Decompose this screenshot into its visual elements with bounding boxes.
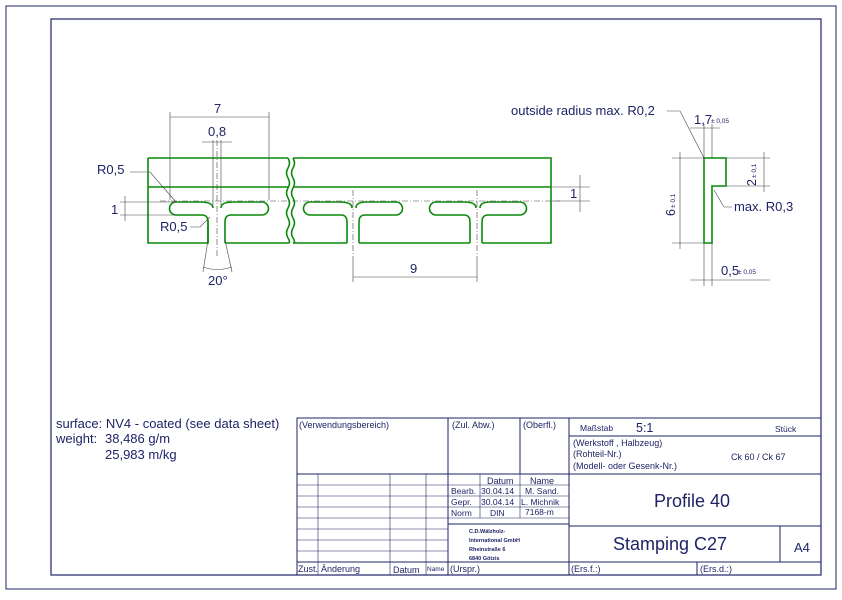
material-notes: surface: NV4 - coated (see data sheet) w…	[55, 416, 279, 462]
tb-bearb-label: Bearb.	[451, 486, 476, 496]
tb-zul-abw: (Zul. Abw.)	[452, 420, 495, 430]
dim-angle: 20°	[208, 273, 228, 288]
title-block: (Verwendungsbereich) (Zul. Abw.) (Oberfl…	[296, 417, 822, 576]
tb-aenderung: Änderung	[321, 564, 360, 574]
dim-flange-tol: ± 0,1	[751, 163, 758, 178]
dim-right-offset: 1	[570, 186, 577, 201]
tb-ersf: (Ers.f.:)	[571, 564, 601, 574]
tb-subtitle: Stamping C27	[613, 534, 727, 554]
tb-company-line1: C.D.Wälzholz-	[469, 529, 506, 535]
dim-height-tol: ± 0,1	[670, 193, 677, 208]
tb-massstab-label: Maßstab	[580, 423, 613, 433]
tb-werkstoff: (Werkstoff , Halbzeug)	[573, 438, 662, 448]
outer-border	[5, 5, 837, 590]
tb-urspr: (Urspr.)	[450, 564, 480, 574]
tb-number: 7168-m	[525, 507, 554, 517]
tb-datum: Datum	[393, 565, 420, 575]
tb-verwendungsbereich: (Verwendungsbereich)	[299, 420, 389, 430]
note-weight-mkg: 25,983 m/kg	[105, 447, 177, 462]
dim-pitch-width: 7	[214, 101, 221, 116]
tb-bearb-date: 30.04.14	[481, 486, 514, 496]
note-surface: surface: NV4 - coated (see data sheet)	[56, 416, 279, 431]
dim-radius-top: R0,5	[97, 162, 124, 177]
tb-stueck: Stück	[775, 424, 797, 434]
dim-flange: 2	[745, 179, 759, 186]
dim-thickness-bottom: 0,5	[721, 263, 739, 278]
tb-oberfl: (Oberfl.)	[523, 420, 556, 430]
dim-slot-height: 1	[111, 202, 118, 217]
note-weight-gm: 38,486 g/m	[105, 431, 170, 446]
note-weight-label: weight:	[55, 431, 97, 446]
dim-pitch: 9	[410, 261, 417, 276]
tb-gepr-name: L. Michnik	[521, 497, 560, 507]
tb-company-line3: Rheinstraße 6	[469, 547, 505, 553]
dim-thickness-top: 1,7	[694, 112, 712, 127]
tb-company-line2: International GmbH	[469, 538, 520, 544]
tb-format: A4	[794, 540, 810, 555]
tb-company-line4: 6840 Götzis	[469, 556, 500, 562]
dim-height: 6	[664, 209, 678, 216]
slot-left	[168, 201, 288, 244]
tb-bearb-name: M. Sand.	[525, 486, 559, 496]
tb-gepr-date: 30.04.14	[481, 497, 514, 507]
dim-thickness-top-tol: ± 0,05	[711, 118, 729, 125]
tb-title: Profile 40	[654, 491, 730, 511]
tb-datum-header: Datum	[487, 476, 514, 486]
side-view: outside radius max. R0,2 1,7 ± 0,05 2 ± …	[511, 103, 793, 286]
tb-modell: (Modell- oder Gesenk-Nr.)	[573, 461, 677, 471]
tb-rohteil: (Rohteil-Nr.)	[573, 449, 622, 459]
dim-thickness-bottom-tol: ± 0,05	[738, 269, 756, 276]
break-line	[285, 157, 296, 244]
dim-radius-bottom: R0,5	[160, 219, 187, 234]
slot-middle	[302, 201, 470, 244]
tb-norm-label: Norm	[451, 508, 472, 518]
tb-zust: Zust.	[298, 564, 318, 574]
tb-name: Name	[427, 566, 445, 573]
slot-right	[428, 201, 528, 243]
tb-massstab-value: 5:1	[636, 421, 653, 435]
tb-material: Ck 60 / Ck 67	[731, 452, 786, 462]
tb-norm-value: DIN	[490, 508, 505, 518]
tb-ersd: (Ers.d.:)	[700, 564, 732, 574]
dim-slot-width: 0,8	[208, 124, 226, 139]
tb-gepr-label: Gepr.	[451, 497, 472, 507]
tb-name-header: Name	[530, 476, 554, 486]
note-inner-radius: max. R0,3	[734, 199, 793, 214]
front-view: 7 0,8 R0,5 1 R0,5 1 20° 9	[97, 101, 590, 288]
note-outside-radius: outside radius max. R0,2	[511, 103, 655, 118]
